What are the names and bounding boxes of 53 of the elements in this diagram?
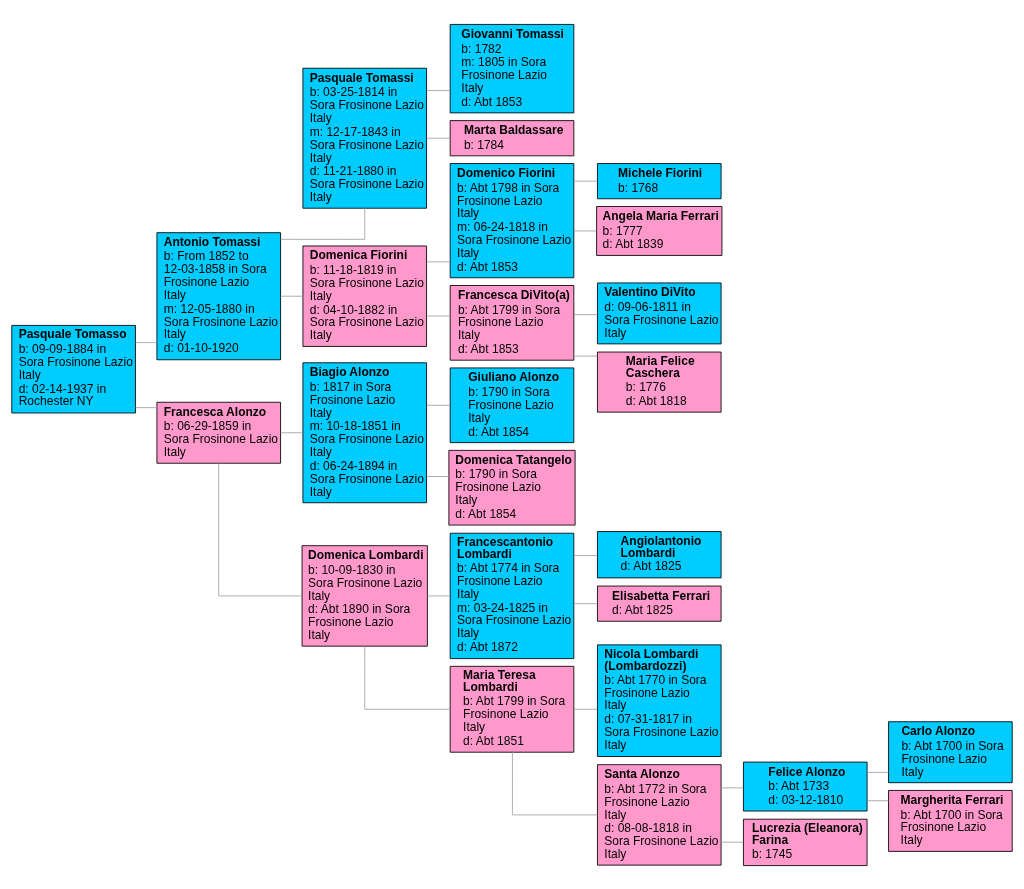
connector	[280, 431, 304, 433]
connector	[573, 602, 598, 604]
connector	[573, 180, 598, 182]
connector	[280, 295, 304, 297]
connector	[426, 475, 450, 477]
connector	[427, 595, 451, 596]
connector	[218, 462, 303, 596]
node-box: Biagio Alonzo b: 1817 in Sora Frosinone Lazio Italy m: 10-18-1851 in Sora Frosinone Lazio Italy d: 06-24-1894 in Sora Frosinone Lazio Italy	[302, 361, 427, 503]
node-box: Felice Alonzo b: Abt 1733 d: 03-12-1810	[743, 761, 868, 811]
node-box: Valentino DiVito d: 09-06-1811 in Sora Frosinone Lazio Italy	[597, 282, 722, 344]
node-box: Angela Maria Ferrari b: 1777 d: Abt 1839	[596, 205, 723, 256]
node-box: Giuliano Alonzo b: 1790 in Sora Frosinone Lazio Italy d: Abt 1854	[449, 367, 575, 443]
node-box: Nicola Lombardi (Lombardozzi) b: Abt 1770 in Sora Frosinone Lazio Italy d: 07-31-1817 in Sora Frosinone Lazio Italy	[597, 643, 722, 757]
connector	[720, 786, 744, 788]
node-box: Domenico Fiorini b: Abt 1798 in Sora Frosinone Lazio Italy m: 06-24-1818 in Sora Frosinone Lazio Italy d: Abt 1853	[449, 162, 575, 278]
node-box: Domenica Lombardi b: 10-09-1830 in Sora Frosinone Lazio Italy d: Abt 1890 in Sora Frosinone Lazio Italy	[301, 544, 428, 647]
node-box: Antonio Tomassi b: From 1852 to 12-03-1858 in Sora Frosinone Lazio Italy m: 12-05-1880 in Sora Frosinone Lazio Italy d: 01-10-1920	[156, 231, 281, 360]
connector	[866, 799, 889, 801]
node-box: Carlo Alonzo b: Abt 1700 in Sora Frosinone Lazio Italy	[888, 720, 1013, 783]
node-box: Pasquale Tomassi b: 03-25-1814 in Sora Frosinone Lazio Italy m: 12-17-1843 in Sora Frosinone Lazio Italy d: 11-21-1880 in Sora Frosinone Lazio Italy	[302, 67, 427, 209]
node-box: Elisabetta Ferrari d: Abt 1825	[597, 585, 722, 622]
connector	[426, 315, 451, 316]
node-box: Francesca DiVito(a) b: Abt 1799 in Sora Frosinone Lazio Italy d: Abt 1853	[449, 284, 575, 361]
connector	[426, 404, 451, 406]
connector	[426, 137, 451, 139]
connector	[720, 841, 744, 843]
node-box: Maria Felice Caschera b: 1776 d: Abt 1818	[597, 351, 722, 413]
connector	[573, 708, 598, 710]
node-box: Domenica Fiorini b: 11-18-1819 in Sora Frosinone Lazio Italy d: 04-10-1882 in Sora Frosinone Lazio Italy	[302, 245, 427, 347]
connector	[364, 645, 451, 710]
node-box: Margherita Ferrari b: Abt 1700 in Sora Frosinone Lazio Italy	[888, 789, 1013, 852]
node-box: Michele Fiorini b: 1768	[597, 162, 722, 199]
node-box: Angiolantonio Lombardi d: Abt 1825	[597, 530, 722, 578]
node-box: Domenica Tatangelo b: 1790 in Sora Frosinone Lazio Italy d: Abt 1854	[448, 449, 576, 525]
node-box: Lucrezia (Eleanora) Farina b: 1745	[743, 818, 868, 866]
node-box: Francescantonio Lombardi b: Abt 1774 in Sora Frosinone Lazio Italy m: 03-24-1825 in Sora Frosinone Lazio Italy d: Abt 1872	[449, 532, 575, 659]
connector	[573, 554, 598, 556]
connector	[426, 89, 451, 91]
node-box: Marta Baldassare b: 1784	[449, 119, 575, 156]
connector	[866, 771, 889, 773]
connector	[426, 260, 451, 262]
connector	[135, 341, 158, 343]
node-box: Francesca Alonzo b: 06-29-1859 in Sora Frosinone Lazio Italy	[156, 401, 281, 464]
connector	[512, 751, 598, 815]
node-box: Pasquale Tomasso b: 09-09-1884 in Sora Frosinone Lazio Italy d: 02-14-1937 in Rochester NY	[11, 324, 136, 413]
connector	[573, 313, 598, 315]
node-box: Giovanni Tomassi b: 1782 m: 1805 in Sora Frosinone Lazio Italy d: Abt 1853	[449, 23, 575, 113]
connector	[573, 230, 597, 231]
connector	[135, 406, 158, 408]
connector	[280, 207, 366, 240]
node-box: Maria Teresa Lombardi b: Abt 1799 in Sora Frosinone Lazio Italy d: Abt 1851	[449, 665, 575, 753]
node-box: Santa Alonzo b: Abt 1772 in Sora Frosinone Lazio Italy d: 08-08-1818 in Sora Frosinone Lazio Italy	[597, 763, 722, 866]
connector	[573, 355, 598, 357]
